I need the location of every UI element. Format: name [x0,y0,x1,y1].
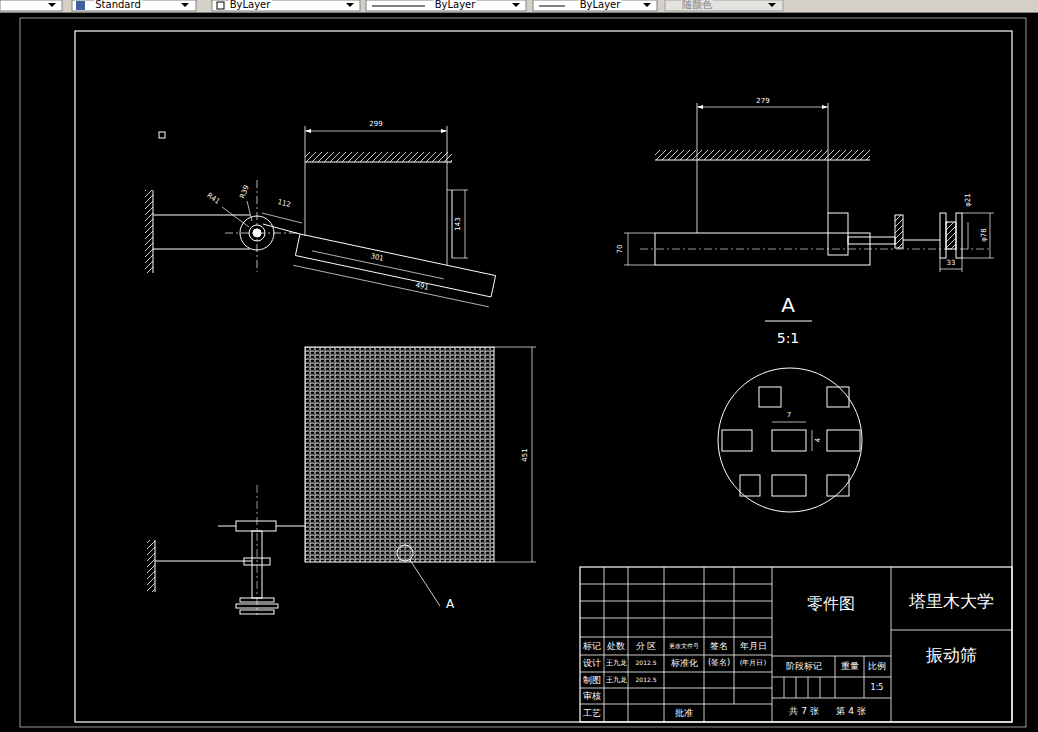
table-cell: (年月日) [739,660,767,667]
toolbar [0,0,1038,13]
table-cell: 年月日 [739,642,768,651]
drawing-name: 振动筛 [925,647,978,664]
table-cell: 批准 [674,709,694,718]
dimension-text: 143 [455,216,462,231]
section-label: A [780,295,796,315]
table-cell: 比例 [867,662,887,671]
dimension-text: R39 [239,183,251,200]
dimension-text: 112 [276,199,293,210]
dimension-text: R41 [205,192,222,207]
dimension-text: 70 [617,244,624,255]
table-cell: 王九龙 [605,677,628,684]
scale-label: 5:1 [776,331,801,345]
table-cell: 共 7 张 [788,707,819,716]
toolbar-text: ByLayer [434,0,477,10]
dimension-text: 7 [786,412,792,419]
dimension-text: φ21 [965,192,972,208]
table-cell: 标记 [582,642,602,651]
table-cell: (签名) [707,659,731,667]
dimension-text: 301 [368,253,384,263]
dimension-text: 4 [815,437,822,443]
table-cell: 2012.5 [635,660,658,666]
callout-label: A [445,598,455,610]
table-cell: 王九龙 [605,660,628,667]
table-cell: 签名 [709,642,729,651]
drawing-type: 零件图 [806,596,856,612]
screen-mesh [305,347,536,606]
toolbar-text: Standard [94,0,142,10]
detail-view [718,321,862,512]
table-cell: 阶段标记 [785,662,823,671]
side-view [145,126,496,307]
table-cell: 第 4 张 [835,707,866,716]
dimension-text: 451 [522,447,529,462]
toolbar-text: ByLayer [229,0,272,10]
toolbar-text: 随颜色 [681,0,713,10]
table-cell: 标准化 [670,659,699,668]
dimension-text: φ78 [981,227,988,243]
table-cell: 分 区 [635,642,658,651]
title-block [580,567,1012,722]
table-cell: 2012.5 [635,677,658,683]
dimension-text: 491 [413,282,429,292]
table-cell: 审核 [582,692,602,701]
toolbar-text: ByLayer [579,0,622,10]
table-cell: 处数 [606,642,626,651]
front-view [624,103,994,272]
table-cell: 更改文件号 [668,643,700,649]
top-view [147,485,305,615]
table-cell: 制图 [582,676,602,685]
school-name: 塔里木大学 [908,593,995,610]
table-cell: 工艺 [582,709,602,718]
dimension-text: 279 [755,98,770,105]
table-cell: 重量 [840,662,860,671]
table-cell: 1:5 [870,684,885,692]
dimension-text: 299 [368,121,383,128]
table-cell: 设计 [582,659,602,668]
dimension-text: 33 [946,260,957,267]
